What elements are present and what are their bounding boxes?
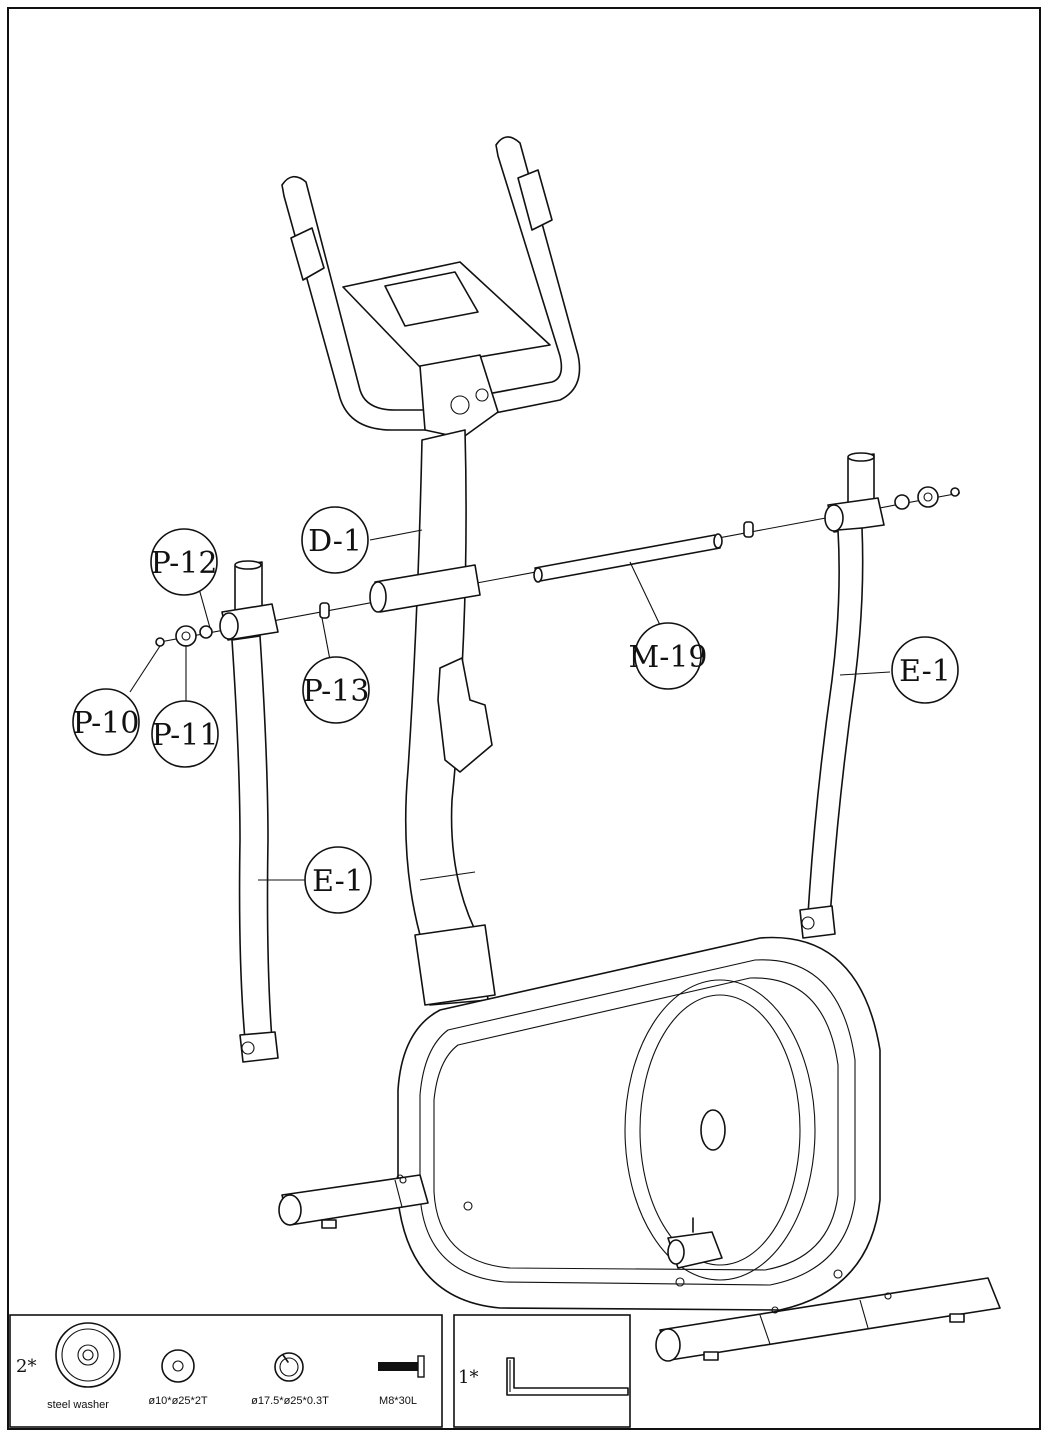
label-e-1-right: E-1 <box>891 636 959 704</box>
front-stabilizer <box>655 1277 1001 1362</box>
right-arm <box>799 452 885 939</box>
svg-text:E-1: E-1 <box>899 654 951 689</box>
flat-washer-icon <box>161 1349 195 1383</box>
flat-washer-caption: ø10*ø25*2T <box>148 1395 208 1407</box>
svg-text:E-1: E-1 <box>312 864 364 899</box>
label-p-13: P-13 <box>302 656 370 724</box>
spring-washer-icon <box>274 1352 304 1382</box>
tool-box: 1* <box>453 1314 631 1428</box>
label-e-1-left: E-1 <box>304 846 372 914</box>
rear-stabilizer <box>278 1174 429 1229</box>
svg-text:P-10: P-10 <box>73 706 140 741</box>
svg-text:M-19: M-19 <box>628 640 707 675</box>
spacer-tube <box>369 564 481 613</box>
label-p-11: P-11 <box>151 700 219 768</box>
steel-washer-icon <box>55 1322 121 1388</box>
label-m-19: M-19 <box>628 622 708 690</box>
bolt-caption: M8*30L <box>379 1395 417 1407</box>
left-arm <box>219 560 279 1063</box>
tool-quantity: 1* <box>458 1367 478 1388</box>
leader-lines <box>129 529 891 881</box>
page-frame <box>7 7 1041 1430</box>
ring-right <box>743 521 754 538</box>
bolt-icon <box>378 1355 425 1378</box>
svg-text:P-12: P-12 <box>151 546 218 581</box>
svg-text:P-11: P-11 <box>152 718 219 753</box>
left-hardware <box>155 625 213 647</box>
axle-rod <box>533 533 723 583</box>
right-hardware <box>894 486 960 510</box>
hardware-box: 2* steel washer ø10*ø25*2T ø17.5*ø25*0.3… <box>9 1314 443 1428</box>
allen-wrench-icon <box>506 1357 629 1396</box>
label-p-10: P-10 <box>72 688 140 756</box>
svg-text:D-1: D-1 <box>308 524 362 559</box>
steel-washer-caption: steel washer <box>47 1399 109 1411</box>
mast-tube <box>404 429 496 1006</box>
ring-p13 <box>319 602 330 619</box>
label-d-1: D-1 <box>301 506 369 574</box>
svg-text:P-13: P-13 <box>303 674 370 709</box>
spring-washer-caption: ø17.5*ø25*0.3T <box>251 1395 329 1407</box>
label-p-12: P-12 <box>150 528 218 596</box>
flywheel-housing <box>396 936 881 1311</box>
hardware-quantity: 2* <box>16 1356 36 1377</box>
handlebar-assembly <box>281 136 581 439</box>
